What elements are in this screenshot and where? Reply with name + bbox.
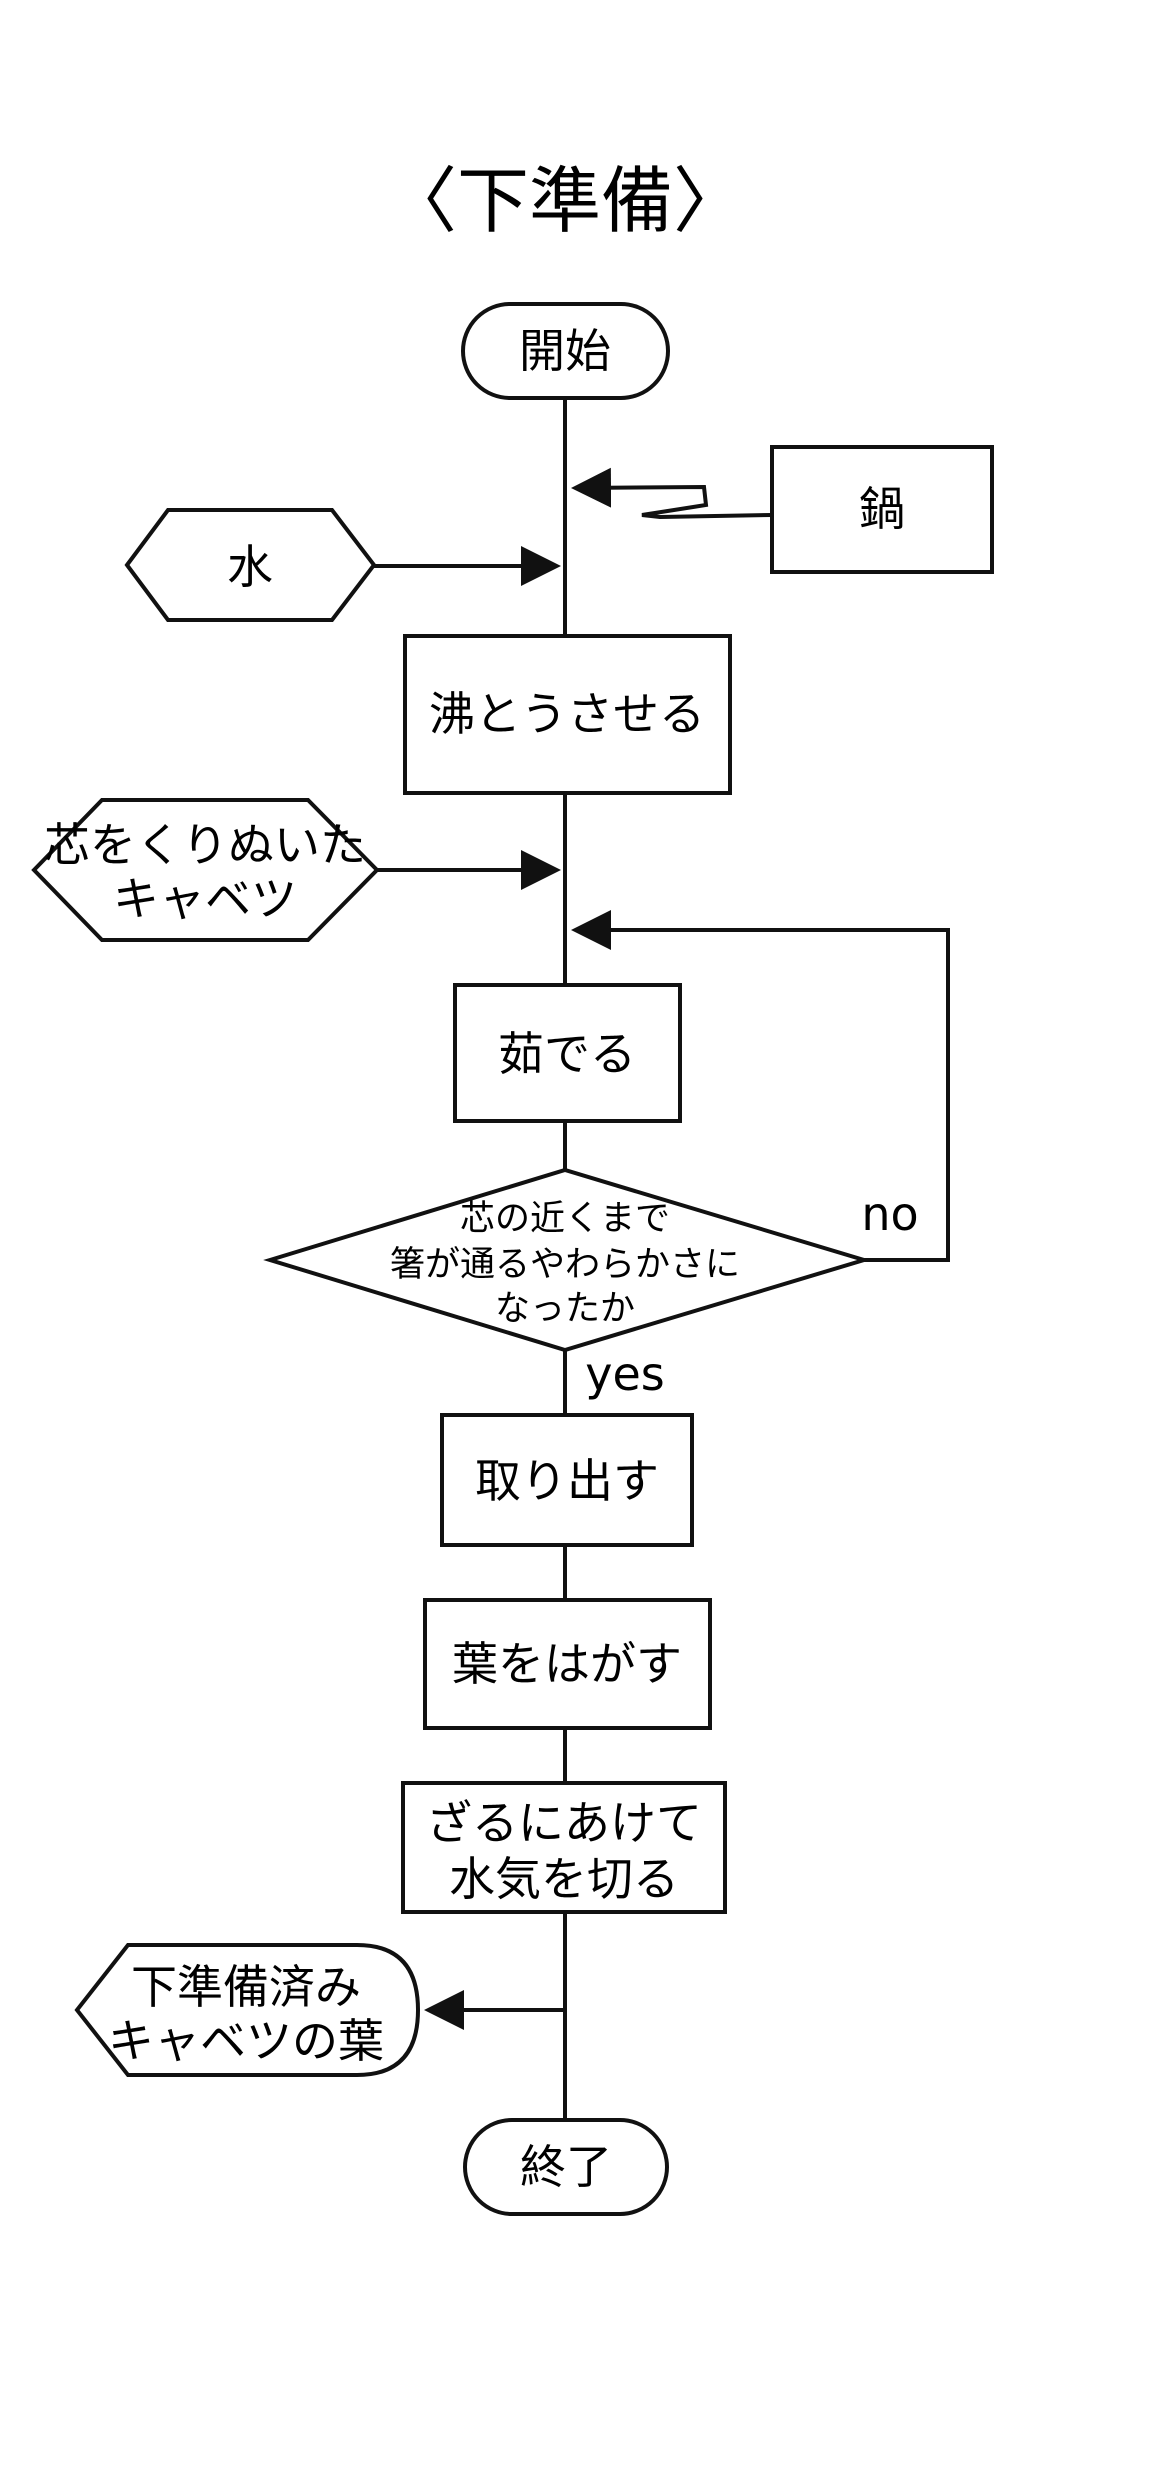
drain-label-line1: ざるにあけて (426, 1796, 702, 1850)
decision-label-line2: 箸が通るやわらかさに (390, 1245, 740, 1285)
decision-label-line3: なったか (495, 1289, 635, 1329)
end-label: 終了 (520, 2140, 612, 2194)
output-label-line2: キャベツの葉 (108, 2014, 384, 2068)
take-out-process: 取り出す (440, 1413, 694, 1547)
pot-label: 鍋 (859, 482, 905, 536)
start-label: 開始 (519, 324, 611, 378)
cabbage-label-line2: キャベツ (113, 872, 297, 926)
doneness-decision: 芯の近くまで 箸が通るやわらかさに なったか (263, 1167, 871, 1353)
water-label: 水 (227, 540, 273, 594)
peel-label: 葉をはがす (452, 1637, 682, 1691)
peel-process: 葉をはがす (423, 1598, 712, 1730)
take-out-label: 取り出す (475, 1454, 659, 1508)
boil-label: 沸とうさせる (429, 687, 705, 741)
boil-process: 沸とうさせる (403, 634, 732, 795)
water-input: 水 (124, 508, 377, 622)
prepared-cabbage-output: 下準備済み キャベツの葉 (74, 1943, 421, 2077)
no-label: no (861, 1187, 918, 1241)
drain-label-line2: 水気を切る (449, 1852, 679, 1906)
drain-process: ざるにあけて 水気を切る (401, 1781, 727, 1914)
simmer-label: 茹でる (498, 1027, 636, 1081)
simmer-process: 茹でる (453, 983, 682, 1123)
end-terminal: 終了 (463, 2118, 669, 2216)
cabbage-input: 芯をくりぬいた キャベツ (31, 798, 380, 942)
cabbage-label-line1: 芯をくりぬいた (44, 818, 366, 872)
loop-back-arrow (571, 910, 950, 1262)
pot-arrow (571, 467, 773, 520)
decision-label-line1: 芯の近くまで (460, 1199, 670, 1239)
yes-label: yes (585, 1347, 665, 1401)
pot-input: 鍋 (770, 445, 994, 574)
diagram-title: 〈下準備〉 (385, 159, 745, 243)
start-terminal: 開始 (461, 302, 670, 400)
output-label-line1: 下準備済み (131, 1960, 361, 2014)
